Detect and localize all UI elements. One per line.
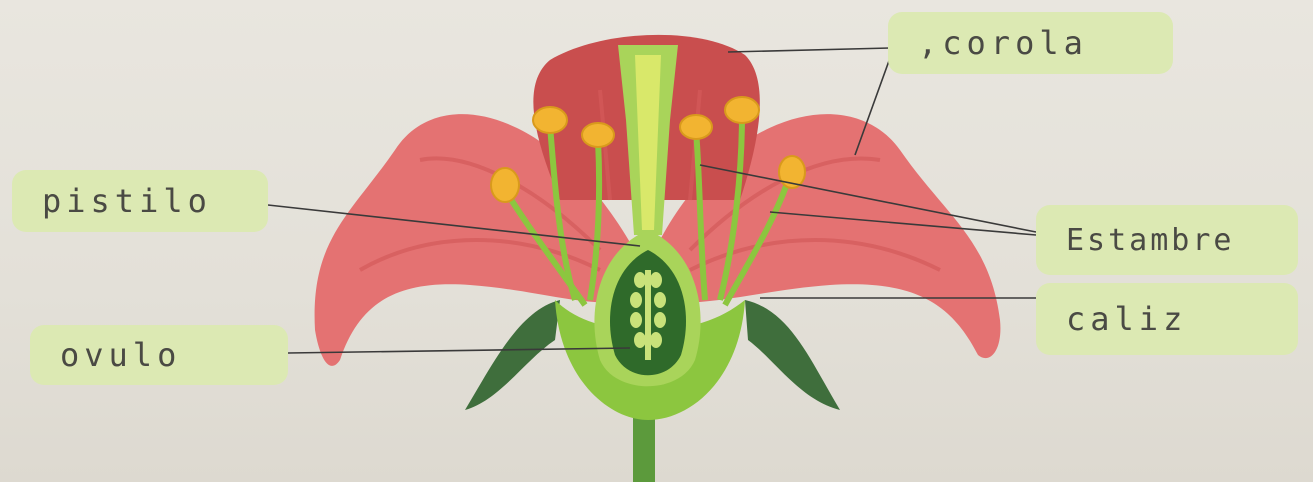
- sepal-right: [745, 300, 840, 410]
- label-pistilo-text: pistilo: [42, 182, 212, 220]
- label-ovulo-text: ovulo: [60, 336, 181, 374]
- label-caliz: caliz: [1036, 283, 1298, 355]
- label-caliz-text: caliz: [1066, 300, 1187, 338]
- sepal-left: [465, 300, 560, 410]
- label-corola-text: ,corola: [918, 24, 1088, 62]
- label-corola: ,corola: [888, 12, 1173, 74]
- label-estambre-text: Estambre: [1066, 223, 1235, 258]
- label-pistilo: pistilo: [12, 170, 268, 232]
- label-ovulo: ovulo: [30, 325, 288, 385]
- label-estambre: Estambre: [1036, 205, 1298, 275]
